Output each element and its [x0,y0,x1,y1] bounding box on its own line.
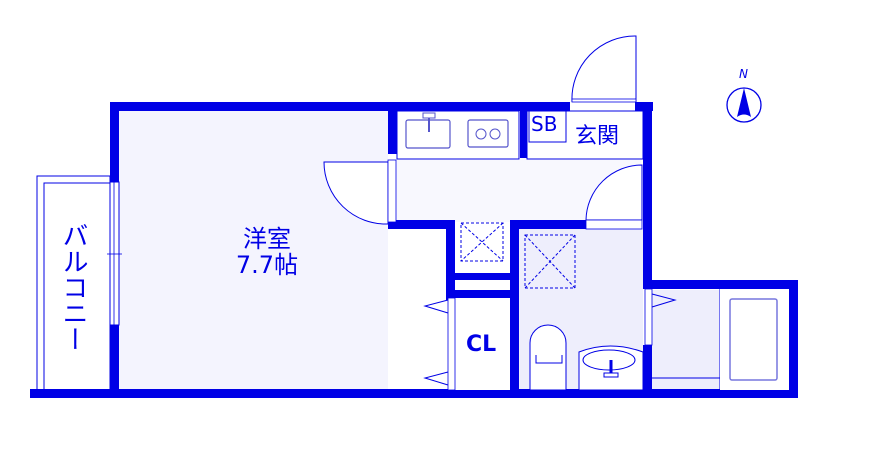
walls [30,102,798,398]
burner-icon [475,128,487,140]
burner-icon [489,128,501,140]
bathroom-door-arrow-icon [651,293,677,308]
closet-door-arrow-icon [423,371,449,386]
closet-door-arrow-icon [423,299,449,314]
entrance-label: 玄関 [575,124,620,149]
compass-north-label: N [739,67,748,81]
balcony-label: バルコニー [58,222,88,352]
north-compass-icon [726,87,762,123]
bathtub [729,298,778,381]
pipe-shaft-x-icon [460,222,576,289]
western-room-floor [118,110,388,390]
wash-basin-icon [578,345,644,391]
closet [455,298,510,390]
western-room-label: 洋室 7.7帖 [212,226,322,278]
western-room-name: 洋室 [243,225,291,253]
stove [467,119,509,148]
shoe-box-label: SB [531,112,558,136]
room-door-swing [323,161,389,225]
western-room-size: 7.7帖 [235,251,299,279]
closet-door [447,297,456,391]
pipe-shaft [455,229,510,273]
washroom-door-swing [585,164,643,221]
front-door-swing [571,35,637,103]
closet-label: CL [466,332,497,357]
balcony-floor [43,182,111,391]
bathroom-door [644,288,653,346]
balcony-window [109,181,120,326]
toilet-icon [529,324,567,391]
kitchen-counter [396,110,520,160]
shoe-box [528,110,567,143]
